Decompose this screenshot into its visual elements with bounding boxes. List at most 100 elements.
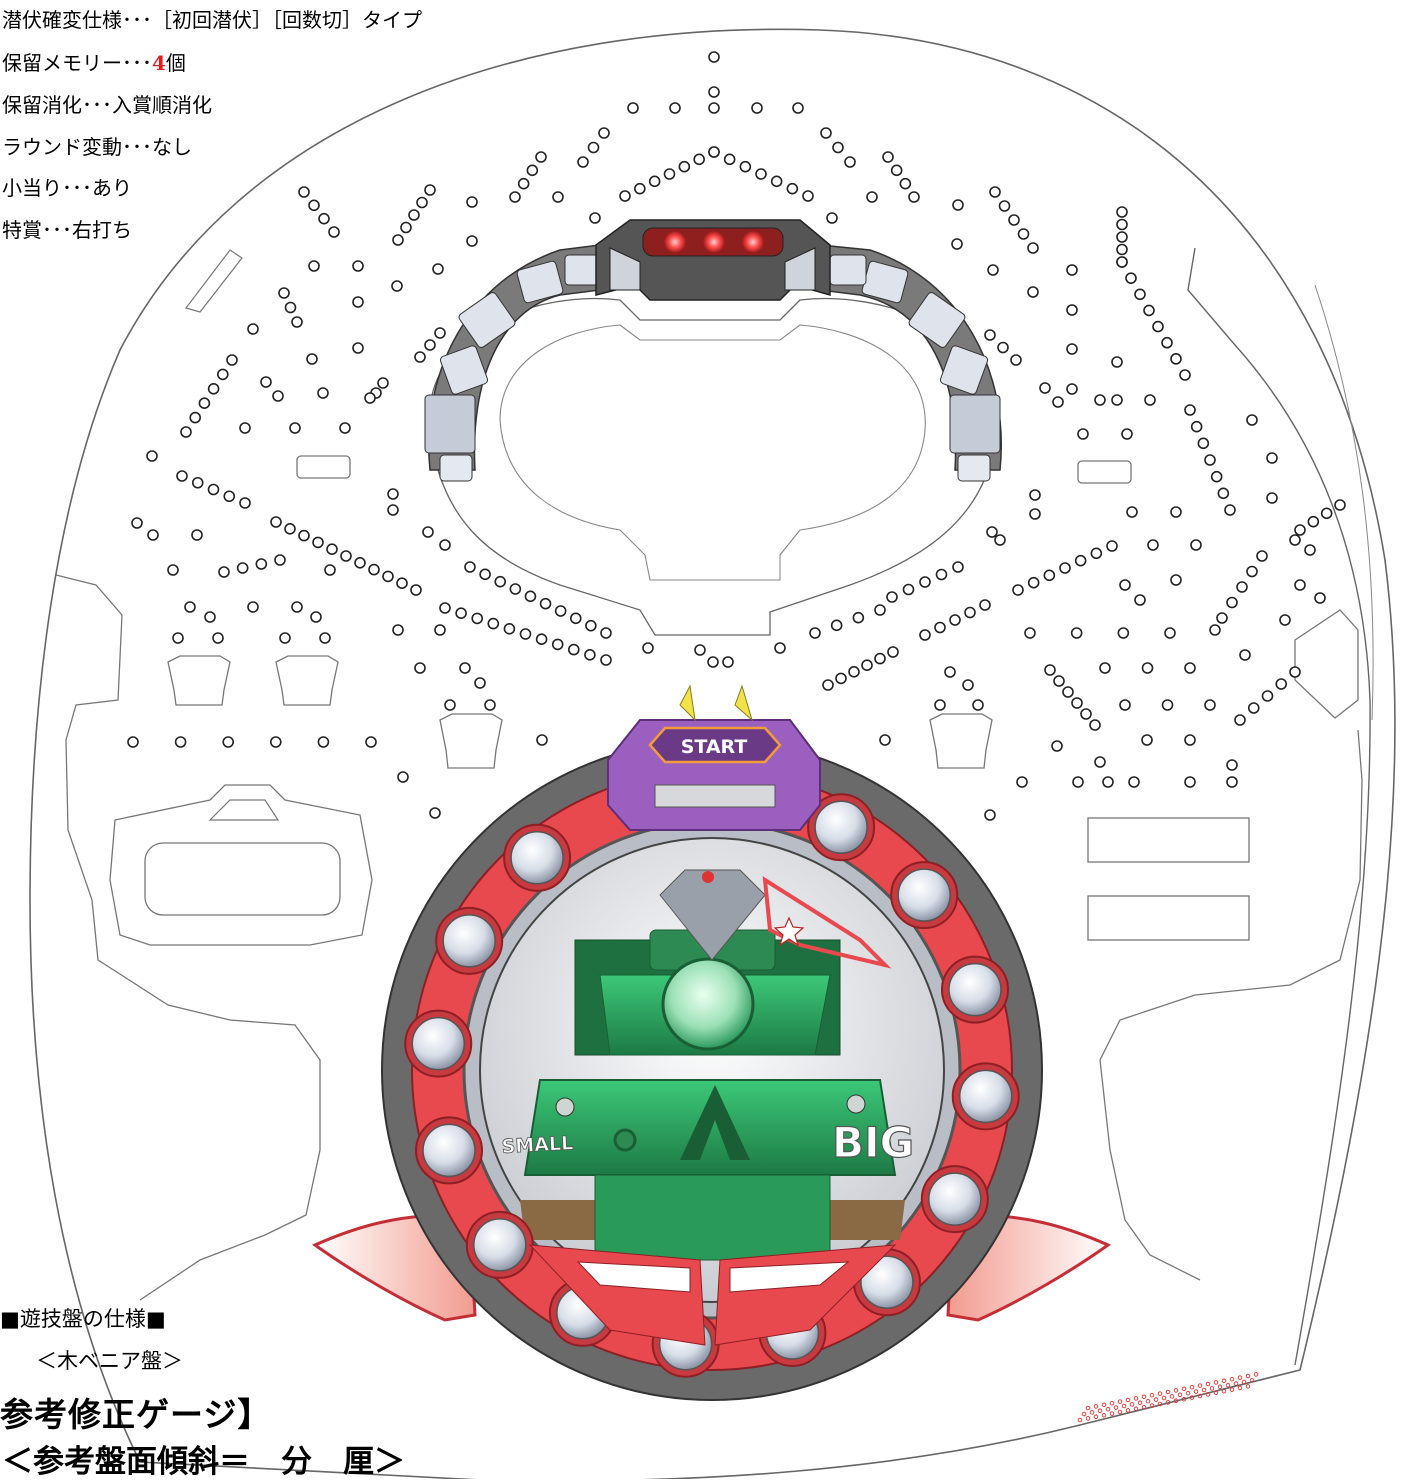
- nail: [1226, 776, 1238, 788]
- red-nail: [1229, 1387, 1235, 1392]
- red-nail: [1133, 1396, 1139, 1401]
- top-lamp-3: [742, 231, 764, 253]
- nail: [387, 488, 399, 500]
- nail: [487, 617, 500, 630]
- red-nail: [1213, 1390, 1219, 1396]
- red-nail: [1249, 1378, 1255, 1383]
- nail: [848, 665, 860, 678]
- nail: [1161, 336, 1173, 349]
- spec-special-prize: 特賞･･･右打ち: [2, 218, 132, 242]
- nail: [944, 666, 956, 678]
- nail: [774, 642, 786, 654]
- nail: [189, 411, 201, 424]
- nail: [474, 677, 486, 689]
- red-nail: [1117, 1399, 1123, 1404]
- nail: [1261, 690, 1274, 702]
- nail: [509, 583, 522, 595]
- spec-reserve-value: 4: [152, 51, 166, 75]
- nail: [1111, 394, 1123, 406]
- spec-small-hit: 小当り･･･あり: [2, 176, 132, 200]
- red-nail: [1105, 1406, 1111, 1412]
- nail: [835, 672, 847, 685]
- nail: [312, 536, 324, 549]
- red-nail: [1197, 1393, 1203, 1399]
- red-nail: [1085, 1416, 1091, 1421]
- nail: [274, 554, 286, 566]
- nail: [964, 606, 976, 619]
- nail: [1184, 404, 1196, 416]
- nail: [1226, 759, 1238, 771]
- nail: [1190, 539, 1202, 551]
- nail: [585, 619, 597, 632]
- nail: [1027, 242, 1039, 254]
- nail: [1121, 428, 1133, 440]
- top-lamp-1: [664, 231, 686, 253]
- nail: [1289, 666, 1301, 678]
- red-nail: [1125, 1408, 1131, 1413]
- small-label: SMALL: [501, 1132, 574, 1158]
- nail: [1266, 452, 1278, 464]
- nail: [1024, 627, 1036, 639]
- nail: [1017, 228, 1030, 240]
- spec-reserve-memory: 保留メモリー･･･4個: [2, 51, 186, 75]
- tank-figure: [520, 869, 905, 1261]
- nail: [1051, 740, 1063, 752]
- red-nail: [1177, 1392, 1183, 1398]
- ring-pearl: [948, 962, 1002, 1017]
- nail: [899, 177, 912, 190]
- nail: [600, 627, 612, 639]
- nail: [1126, 506, 1138, 518]
- nail: [627, 102, 639, 114]
- red-nail: [1209, 1386, 1215, 1391]
- red-nail: [1237, 1385, 1243, 1391]
- nail: [471, 612, 484, 625]
- red-nail: [1089, 1410, 1095, 1415]
- nail: [434, 327, 446, 339]
- nail: [1216, 612, 1228, 624]
- nail: [786, 182, 799, 195]
- nail: [517, 177, 530, 190]
- nail: [1029, 489, 1041, 501]
- nail: [444, 699, 456, 711]
- nail: [1089, 719, 1101, 731]
- center-ring: [381, 739, 1043, 1401]
- red-nail: [1205, 1381, 1211, 1387]
- nail: [554, 605, 567, 617]
- nail: [755, 168, 767, 180]
- red-nail: [1093, 1404, 1099, 1409]
- nail: [830, 619, 843, 632]
- red-nail: [1157, 1401, 1163, 1407]
- nail: [722, 656, 734, 668]
- nail: [324, 564, 336, 576]
- nail: [1184, 776, 1196, 788]
- red-nail: [1229, 1376, 1235, 1382]
- nail: [694, 644, 706, 656]
- nail: [284, 301, 297, 314]
- nail: [972, 699, 984, 711]
- nail: [318, 212, 330, 225]
- red-nail: [1165, 1400, 1171, 1405]
- pocket-left-1: [167, 655, 231, 706]
- board-outline: [29, 28, 1396, 1479]
- nail: [207, 382, 220, 395]
- nail: [255, 558, 268, 570]
- nail: [935, 568, 948, 581]
- nail: [1077, 428, 1089, 440]
- nail: [247, 323, 259, 335]
- nail: [1090, 547, 1103, 560]
- nail: [278, 287, 290, 299]
- nail: [1224, 504, 1236, 516]
- nail: [269, 736, 282, 748]
- nail: [1141, 734, 1153, 746]
- nail: [509, 191, 521, 203]
- right-diamond-part: [1294, 609, 1359, 719]
- nail: [352, 342, 364, 354]
- nail: [1066, 304, 1078, 316]
- nail: [1246, 414, 1258, 426]
- nail: [987, 264, 999, 276]
- nail: [1027, 286, 1039, 298]
- nail: [536, 734, 548, 746]
- nail: [408, 209, 420, 221]
- star-icon: [773, 916, 805, 947]
- nail: [127, 736, 139, 748]
